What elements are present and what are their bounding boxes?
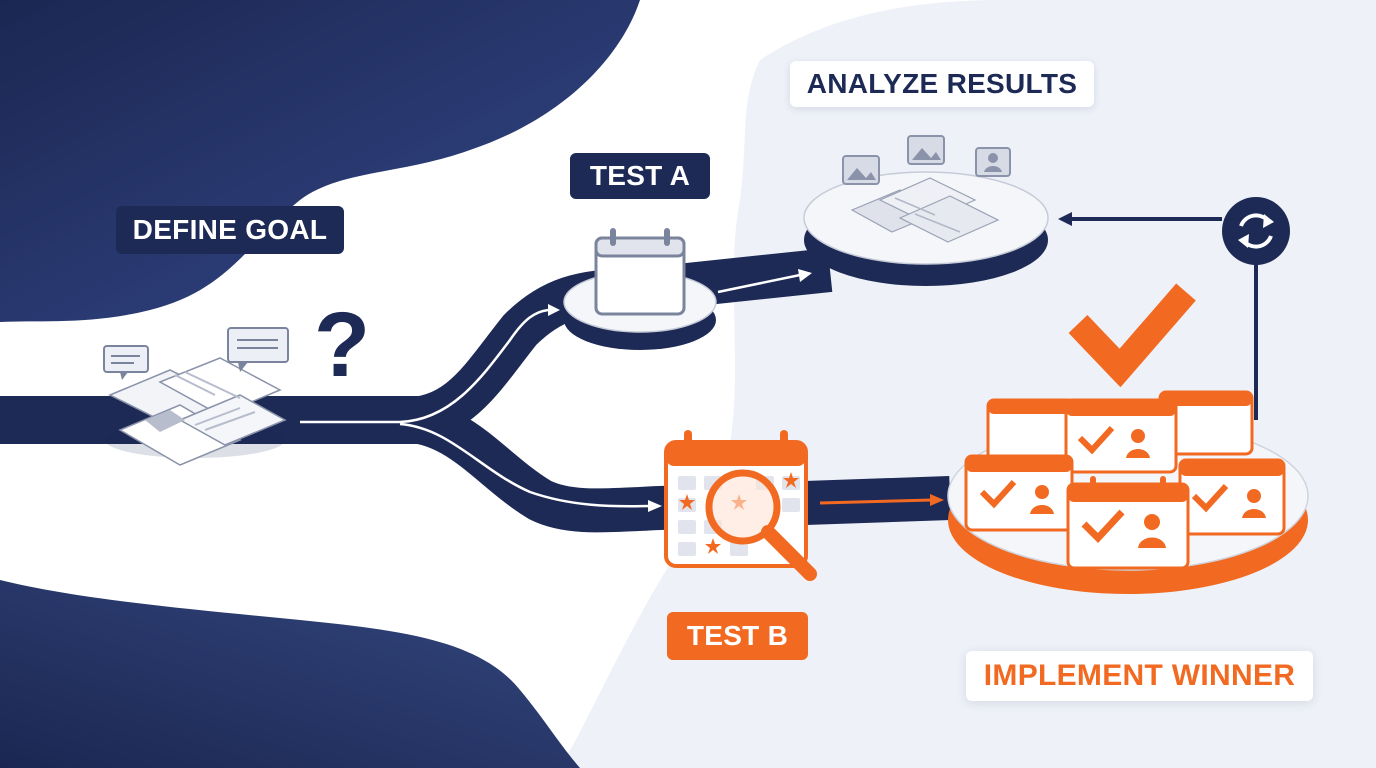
road-branch-b bbox=[398, 398, 951, 533]
test-a-label: TEST A bbox=[570, 153, 710, 199]
loop bbox=[1058, 197, 1290, 420]
calendar-icon bbox=[594, 228, 686, 316]
arrow-a1 bbox=[548, 304, 560, 316]
results-documents bbox=[850, 177, 1000, 243]
test-a-platform bbox=[563, 228, 717, 350]
photo-icon bbox=[842, 135, 945, 185]
road-line-b2 bbox=[819, 498, 933, 505]
arrow-b2 bbox=[930, 494, 944, 506]
calendar-search-icon bbox=[664, 430, 817, 581]
loop-arrowhead bbox=[1058, 212, 1072, 226]
arrow-b1 bbox=[648, 500, 662, 512]
user-icon bbox=[975, 147, 1011, 177]
winner-calendars bbox=[964, 390, 1286, 570]
road-line-a2 bbox=[717, 273, 801, 294]
refresh-icon bbox=[1222, 197, 1290, 265]
question-icon: ? bbox=[314, 294, 370, 396]
road-line-b bbox=[399, 422, 651, 508]
navy-bottom-blob bbox=[0, 580, 580, 768]
checkmark-icon bbox=[1068, 283, 1196, 388]
implement-winner-label: IMPLEMENT WINNER bbox=[966, 651, 1313, 701]
road-line-a bbox=[300, 308, 549, 424]
analyze-platform bbox=[803, 135, 1049, 286]
test-b-label: TEST B bbox=[667, 612, 808, 660]
chat-bubble-icon bbox=[103, 327, 289, 380]
analyze-results-label: ANALYZE RESULTS bbox=[790, 61, 1094, 107]
define-goal-label: DEFINE GOAL bbox=[116, 206, 344, 254]
arrow-a2 bbox=[798, 269, 812, 282]
documents-icon bbox=[105, 357, 287, 466]
winner-platform bbox=[947, 283, 1309, 594]
